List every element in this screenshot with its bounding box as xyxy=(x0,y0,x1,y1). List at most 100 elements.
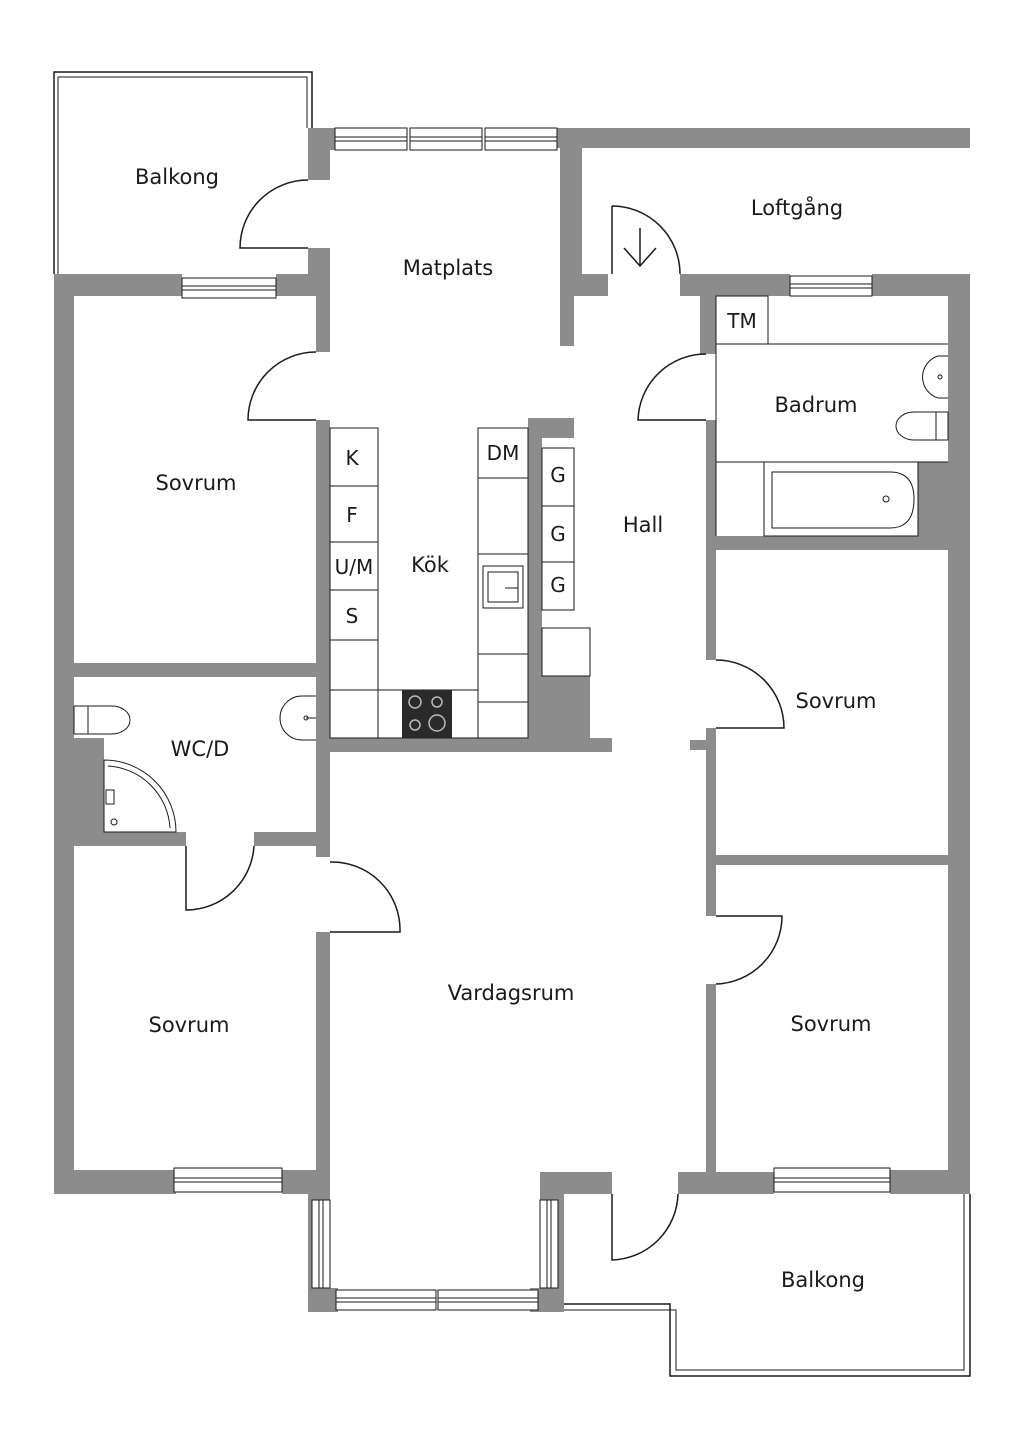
balcony-bottom-outline xyxy=(564,1194,971,1377)
door-bathroom xyxy=(637,353,707,421)
wall xyxy=(308,128,338,150)
window xyxy=(484,127,558,151)
wall xyxy=(54,663,330,677)
door-bedroom-right-mid xyxy=(715,659,785,729)
appliance-labels: TM K F U/M S DM G G G xyxy=(335,309,757,628)
window xyxy=(539,1199,559,1289)
cabinet xyxy=(477,701,529,739)
wall xyxy=(890,1170,970,1194)
bathtub xyxy=(763,461,919,537)
balcony-bottom-inner xyxy=(564,1194,965,1371)
wall xyxy=(716,855,950,865)
room-label-sovrum-bottom-left: Sovrum xyxy=(148,1013,229,1037)
wc-fixtures xyxy=(73,695,316,833)
wall xyxy=(316,290,330,352)
door-bedroom-bottom-right xyxy=(715,915,783,985)
wall xyxy=(254,832,330,846)
windows xyxy=(173,127,891,1311)
wall xyxy=(54,274,74,1194)
window xyxy=(773,1167,891,1193)
cabinet xyxy=(329,427,379,487)
cabinet xyxy=(329,689,379,739)
room-label-kok: Kök xyxy=(411,553,450,577)
wall xyxy=(528,418,574,438)
room-label-sovrum-bottom-right: Sovrum xyxy=(790,1012,871,1036)
appliance-label-um: U/M xyxy=(335,555,374,579)
wall xyxy=(560,290,574,346)
bath-sink xyxy=(922,355,948,399)
cooktop xyxy=(402,690,452,738)
cabinet xyxy=(477,477,529,555)
tm-cabinet xyxy=(715,295,769,345)
room-label-wcd: WC/D xyxy=(171,737,230,761)
kitchen-cabinets xyxy=(329,427,591,739)
appliance-label-tm: TM xyxy=(726,309,756,333)
balconies xyxy=(53,71,971,1377)
window xyxy=(335,1289,437,1311)
bathroom-fixtures xyxy=(715,295,949,537)
window xyxy=(789,275,873,297)
wall xyxy=(528,418,542,752)
door-balcony-top xyxy=(239,179,309,249)
room-label-balkong-top: Balkong xyxy=(135,165,219,189)
door-living-west xyxy=(329,861,401,933)
wc-toilet xyxy=(74,705,131,735)
wall xyxy=(706,728,716,916)
balcony-top-inner xyxy=(57,76,308,274)
door-wc xyxy=(185,845,255,911)
sink-basin xyxy=(487,571,519,603)
window xyxy=(311,1199,331,1289)
room-label-badrum: Badrum xyxy=(774,393,857,417)
cabinet xyxy=(477,553,529,655)
balcony-top-outline xyxy=(53,71,313,274)
wall xyxy=(690,740,716,750)
entrance-arrow-icon xyxy=(623,228,657,268)
cabinet xyxy=(541,627,591,677)
wall xyxy=(560,128,582,274)
wall xyxy=(680,274,790,296)
bathtub-basin xyxy=(771,471,915,529)
wall xyxy=(282,1170,330,1194)
wall xyxy=(540,1172,612,1194)
hob xyxy=(408,695,422,709)
room-label-balkong-bottom: Balkong xyxy=(781,1268,865,1292)
cabinet xyxy=(329,485,379,543)
appliance-label-s: S xyxy=(346,604,359,628)
wall xyxy=(948,274,970,1194)
appliance-label-g2: G xyxy=(550,522,566,546)
sink xyxy=(482,565,524,609)
window xyxy=(334,127,408,151)
wall xyxy=(678,1172,774,1194)
cabinet xyxy=(541,561,575,611)
room-label-loftgang: Loftgång xyxy=(751,195,843,220)
window xyxy=(173,1167,283,1193)
appliance-label-dm: DM xyxy=(487,441,520,465)
door-entrance xyxy=(611,205,681,275)
wall xyxy=(918,462,950,538)
wall xyxy=(706,984,716,1194)
window xyxy=(437,1289,539,1311)
doors xyxy=(185,179,785,1261)
wall xyxy=(54,1170,176,1194)
wall xyxy=(716,536,950,550)
shower xyxy=(103,759,177,833)
window xyxy=(181,277,277,299)
wall xyxy=(700,290,716,354)
wall xyxy=(308,1288,338,1312)
room-label-matplats: Matplats xyxy=(403,256,493,280)
walls xyxy=(54,128,970,1312)
bath-toilet xyxy=(895,411,948,441)
window xyxy=(409,127,483,151)
wall xyxy=(555,128,970,148)
door-balcony-bottom xyxy=(611,1193,679,1261)
wc-sink xyxy=(279,695,316,741)
cabinet xyxy=(477,653,529,703)
room-label-hall: Hall xyxy=(623,513,663,537)
room-label-sovrum-top-left: Sovrum xyxy=(155,471,236,495)
hob xyxy=(409,719,421,731)
wall xyxy=(54,738,104,846)
room-label-vardagsrum: Vardagsrum xyxy=(448,981,575,1005)
appliance-label-k: K xyxy=(345,446,359,470)
appliance-label-f: F xyxy=(346,503,358,527)
